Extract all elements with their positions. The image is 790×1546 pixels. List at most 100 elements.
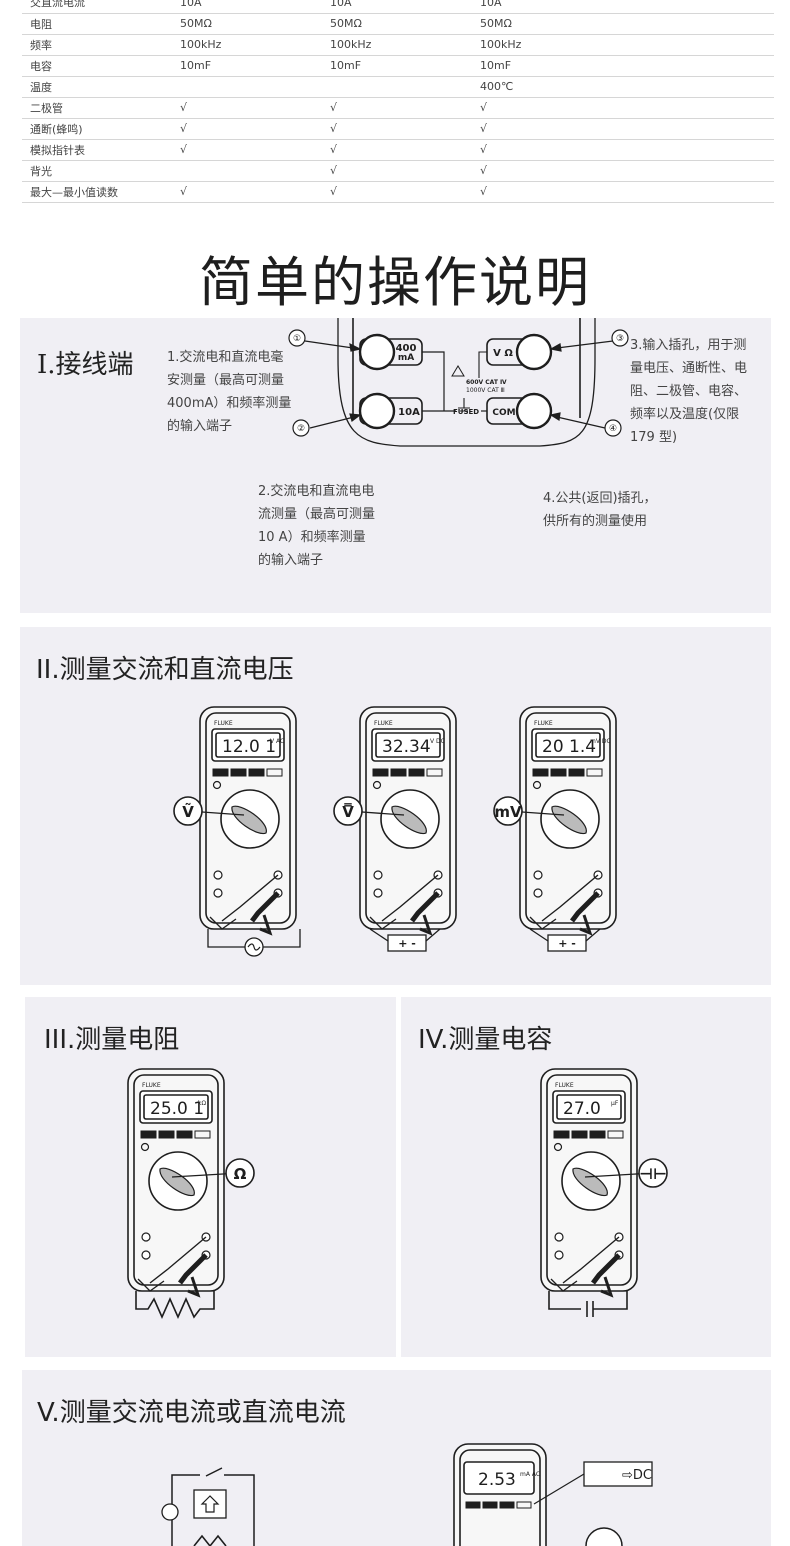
- brand-label: FLUKE: [142, 1082, 161, 1089]
- lcd-unit: V DC: [430, 738, 445, 745]
- jack-label-com: COM: [492, 408, 515, 418]
- probe-lead-red: [149, 1236, 207, 1284]
- spec-row: 二极管√√√: [22, 97, 774, 119]
- dial-symbol: Ṽ: [182, 802, 194, 821]
- svg-text:mA: mA: [398, 353, 414, 363]
- spec-value: 50MΩ: [172, 13, 322, 35]
- terminal-note-3: 3.输入插孔，用于测 量电压、通断性、电 阻、二极管、电容、 频率以及温度(仅限…: [630, 338, 748, 445]
- lcd-unit: V AC: [270, 738, 284, 745]
- lcd-reading: 12.0 1: [222, 737, 276, 757]
- spec-value: 10mF: [172, 55, 322, 77]
- jack: [141, 1232, 151, 1242]
- lcd-reading: 2.53: [478, 1470, 516, 1490]
- brand-label: FLUKE: [374, 720, 393, 727]
- probe-lead-black: [570, 891, 600, 923]
- callout-4: ④: [609, 424, 617, 434]
- dial-callout: [333, 796, 363, 826]
- spec-value: 100kHz: [472, 34, 774, 56]
- meter-button: [408, 768, 425, 777]
- dial-symbol: V̿: [342, 801, 354, 821]
- spec-value: 100kHz: [322, 34, 472, 56]
- meter-button: [212, 768, 229, 777]
- jack-label-ma: 400: [396, 343, 417, 354]
- resistor: [193, 1534, 227, 1546]
- lcd-screen: [371, 728, 445, 762]
- ac-source-icon: [161, 1503, 179, 1521]
- spec-label: 频率: [22, 34, 172, 56]
- dial-callout: [173, 796, 203, 826]
- probe-lead-red: [381, 874, 439, 922]
- lcd-screen: [463, 1461, 535, 1495]
- spec-value: √: [322, 118, 472, 140]
- spec-label: 电阻: [22, 13, 172, 35]
- meter-button: [532, 768, 549, 777]
- spec-value: 50MΩ: [322, 13, 472, 35]
- dial-symbol: mV: [494, 803, 522, 821]
- jack: [213, 870, 223, 880]
- meter-button: [158, 1130, 175, 1139]
- jack: [141, 1250, 151, 1260]
- probe-lead-black: [250, 891, 280, 923]
- section-title-voltage: II.测量交流和直流电压: [36, 655, 294, 685]
- terminal-note-4: 4.公共(返回)插孔， 供所有的测量使用: [543, 491, 657, 529]
- spec-value: 10A: [322, 0, 472, 14]
- section-title-current: V.测量交流电流或直流电流: [37, 1398, 346, 1428]
- meter-button: [266, 768, 283, 777]
- dial-callout: [493, 796, 523, 826]
- current-circuit: [161, 1467, 255, 1546]
- dial-callout: [638, 1158, 668, 1188]
- brand-label: FLUKE: [534, 720, 553, 727]
- spec-row: 背光√√: [22, 160, 774, 182]
- dial-knob: [231, 805, 267, 835]
- mode-callout: [583, 1461, 653, 1487]
- lcd-reading: 25.0 1: [150, 1099, 204, 1119]
- jack-label-10a: 10A: [398, 407, 420, 418]
- meter-button: [390, 768, 407, 777]
- meter-body: [453, 1443, 547, 1546]
- probe-lead-black: [591, 1253, 621, 1285]
- lcd-screen: [531, 728, 605, 762]
- spec-value: [322, 76, 472, 98]
- meter-button: [568, 768, 585, 777]
- meter-button: [482, 1501, 498, 1509]
- spec-value: √: [322, 97, 472, 119]
- section-title-resistance: III.测量电阻: [44, 1025, 180, 1055]
- lcd-reading: 32.34: [382, 737, 431, 757]
- dial-symbol: ⊣⊢: [639, 1165, 666, 1183]
- brand-label: FLUKE: [214, 720, 233, 727]
- spec-value: √: [472, 160, 774, 182]
- meter-button: [372, 768, 389, 777]
- dial-symbol: Ω: [234, 1165, 247, 1183]
- fused-label: FUSED: [453, 408, 479, 416]
- section-title-terminals: I.接线端: [37, 350, 134, 380]
- meter-button: [140, 1130, 157, 1139]
- meter-button: [516, 1501, 532, 1509]
- spec-label: 温度: [22, 76, 172, 98]
- spec-value: 10mF: [472, 55, 774, 77]
- dial-knob: [551, 805, 587, 835]
- lcd-unit: mA AC: [520, 1471, 540, 1478]
- probe-lead-red: [221, 874, 279, 922]
- section-title-capacitance: IV.测量电容: [418, 1025, 553, 1055]
- lcd-reading: 27.0: [563, 1099, 601, 1119]
- circuit-wire: [171, 1467, 255, 1546]
- spec-value: √: [472, 97, 774, 119]
- lcd-unit: μF: [611, 1100, 619, 1107]
- dial-knob: [391, 805, 427, 835]
- meter-button: [230, 768, 247, 777]
- spec-row: 通断(蜂鸣)√√√: [22, 118, 774, 140]
- spec-label: 模拟指针表: [22, 139, 172, 161]
- spec-label: 二极管: [22, 97, 172, 119]
